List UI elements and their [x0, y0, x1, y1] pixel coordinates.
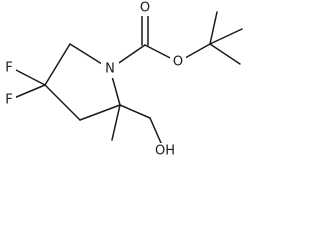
label-layer: N O O F F OH [2, 0, 186, 159]
bond-tbu-methyl-right [209, 28, 243, 45]
bond-c3-f-bottom [13, 84, 46, 99]
bond-c2-c3 [44, 43, 71, 86]
bond-c3-f-top [13, 68, 46, 86]
fluorine-top-label: F [5, 61, 12, 76]
structure-diagram: N O O F F OH [2, 0, 243, 159]
bond-c4-c5 [79, 104, 121, 121]
carbonyl-oxygen-label: O [140, 1, 150, 16]
bond-tbu-methyl-bottom [209, 43, 241, 65]
bond-c5-methyl [111, 104, 121, 141]
bond-ch2-oh [149, 117, 162, 144]
bond-tbu-methyl-top [209, 11, 218, 45]
ester-oxygen-label: O [173, 55, 183, 70]
bond-c5-ch2 [119, 104, 151, 119]
bond-c3-c4 [44, 84, 81, 121]
bond-layer [13, 11, 243, 144]
hydroxyl-label: OH [155, 144, 175, 159]
fluorine-bottom-label: F [5, 93, 12, 108]
nitrogen-label: N [105, 62, 115, 77]
